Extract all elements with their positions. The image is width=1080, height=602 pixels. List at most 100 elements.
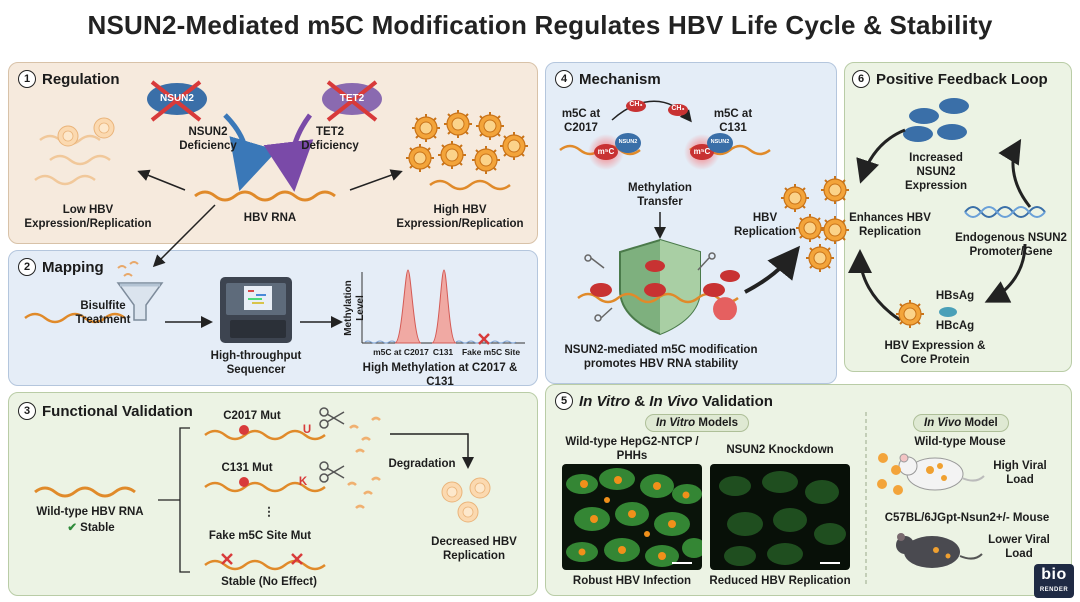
nsun2-mini-label-1: NSUN2: [618, 139, 638, 145]
nsun2-protein-icon: [147, 80, 207, 122]
virus-particles: [877, 453, 903, 495]
sequencer-label: High-throughput Sequencer: [210, 350, 302, 376]
decreased-replication-label: Decreased HBV Replication: [431, 536, 517, 562]
hbv-rna-label: HBV RNA: [243, 212, 297, 224]
tet2-arrow: [263, 113, 314, 192]
hbv-rna-strand: [194, 190, 336, 202]
nsun2-arrow: [223, 113, 278, 192]
high-virus-cluster: [405, 109, 529, 175]
tet2-deficiency-label: TET2 Deficiency: [301, 126, 359, 152]
regulation-title: Regulation: [42, 70, 120, 88]
methylation-level-label: Methylation Level: [343, 280, 366, 336]
c2017-mut-label: C2017 Mut: [223, 410, 281, 422]
mapping-title: Mapping: [42, 258, 104, 276]
expression-virus-icon: [895, 299, 925, 329]
feedback-number: 6: [852, 70, 870, 88]
expression-core-label: HBV Expression & Core Protein: [884, 340, 986, 366]
enhances-replication-label: Enhances HBV Replication: [849, 212, 931, 238]
feedback-heading: 6 Positive Feedback Loop: [852, 70, 1048, 88]
functional-title: Functional Validation: [42, 402, 193, 420]
nsun2-badge: NSUN2: [160, 93, 194, 104]
peak-c2017-label: m5C at C2017: [373, 347, 429, 357]
sequencer-icon: [220, 277, 292, 343]
nsun2-cluster-icon: [903, 98, 969, 142]
mapping-heading: 2 Mapping: [18, 258, 104, 276]
degradation-label: Degradation: [388, 458, 456, 470]
nsun2-mini-label-2: NSUN2: [710, 139, 730, 145]
knockdown-microscopy-image: [710, 464, 850, 570]
low-viral-load-label: Lower Viral Load: [988, 534, 1050, 560]
high-expression-label: High HBV Expression/Replication: [396, 204, 524, 230]
endogenous-gene-label: Endogenous NSUN2 Promoter/Gene: [955, 232, 1067, 258]
stable-no-effect-label: Stable (No Effect): [221, 576, 317, 588]
hbcag-label: HBcAg: [935, 320, 975, 332]
mutation-mark-u: U: [302, 424, 312, 436]
hbv-replication-label: HBV Replication: [734, 212, 796, 238]
high-viral-load-label: High Viral Load: [993, 460, 1047, 486]
methylation-transfer-label: Methylation Transfer: [628, 182, 692, 208]
knockout-mouse-label: C57BL/6JGpt-Nsun2+/- Mouse: [884, 512, 1050, 524]
mutation-mark-k: K: [298, 476, 308, 488]
ch3-label-1: CH₃: [629, 101, 643, 108]
robust-infection-label: Robust HBV Infection: [572, 575, 692, 587]
knockout-mouse-icon: [896, 533, 983, 568]
fake-site-label: Fake m5C Site: [461, 347, 521, 357]
rnase-icon: [713, 297, 738, 320]
page-title: NSUN2-Mediated m5C Modification Regulate…: [87, 10, 993, 40]
wildtype-mouse-icon: [898, 453, 985, 491]
ch3-label-2: CH₃: [671, 105, 685, 112]
knockdown-label: NSUN2 Knockdown: [726, 444, 834, 456]
wildtype-microscopy-image: [562, 464, 702, 570]
hbsag-icon: [939, 307, 957, 317]
mapping-caption: High Methylation at C2017 & C131: [362, 362, 518, 388]
hbsag-label: HBsAg: [935, 290, 975, 302]
functional-heading: 3 Functional Validation: [18, 402, 193, 420]
nsun2-protein-right: [707, 133, 733, 153]
decreased-virus-icon: [441, 481, 463, 503]
fake-site-mut-label: Fake m5C Site Mut: [208, 530, 312, 542]
peak-c131-label: C131: [432, 347, 454, 357]
invivo-model-pill: In Vivo Model: [913, 414, 1009, 432]
ellipsis-dots: ⋮: [263, 506, 275, 518]
wildtype-rna-label: Wild-type HBV RNA: [36, 506, 144, 518]
check-icon: ✔: [67, 522, 77, 534]
increased-nsun2-label: Increased NSUN2 Expression: [905, 152, 967, 192]
mechanism-caption: NSUN2-mediated m5C modification promotes…: [564, 344, 758, 370]
degraded-fragments: [347, 416, 381, 509]
invitro-models-pill: In Vitro Models: [645, 414, 749, 432]
low-virus-icon: [57, 125, 79, 147]
blocked-scissors-icons: [584, 252, 716, 322]
mapping-number: 2: [18, 258, 36, 276]
validation-number: 5: [555, 392, 573, 410]
mechanism-title: Mechanism: [579, 70, 661, 88]
m5c-c2017-label: m5C at C2017: [561, 108, 601, 134]
low-expression-label: Low HBV Expression/Replication: [24, 204, 152, 230]
validation-heading: 5 In Vitro & In Vivo Validation: [555, 392, 773, 410]
m5c-label-1: m⁵C: [597, 147, 615, 156]
functional-number: 3: [18, 402, 36, 420]
scissors-icon: [319, 407, 345, 483]
bisulfite-label: Bisulfite Treatment: [75, 300, 131, 326]
wildtype-cells-label: Wild-type HepG2-NTCP / PHHs: [565, 436, 699, 462]
feedback-title: Positive Feedback Loop: [876, 70, 1048, 88]
regulation-number: 1: [18, 70, 36, 88]
nsun2-deficiency-label: NSUN2 Deficiency: [179, 126, 237, 152]
mechanism-number: 4: [555, 70, 573, 88]
funnel-icon: [116, 282, 164, 321]
tet2-protein-icon: [322, 80, 382, 122]
wildtype-mouse-label: Wild-type Mouse: [914, 436, 1006, 448]
regulation-heading: 1 Regulation: [18, 70, 120, 88]
stable-label: ✔ Stable: [56, 522, 126, 536]
dna-helix-icon: [964, 206, 1046, 218]
wildtype-rna-strand: [34, 486, 136, 498]
validation-title: In Vitro & In Vivo Validation: [579, 392, 773, 410]
mechanism-heading: 4 Mechanism: [555, 70, 661, 88]
m5c-c131-label: m5C at C131: [713, 108, 753, 134]
nsun2-protein-left: [615, 133, 641, 153]
reduced-replication-label: Reduced HBV Replication: [709, 575, 851, 587]
m5c-label-2: m⁵C: [693, 147, 711, 156]
rna-bits: [117, 261, 139, 277]
tet2-badge: TET2: [339, 93, 365, 104]
